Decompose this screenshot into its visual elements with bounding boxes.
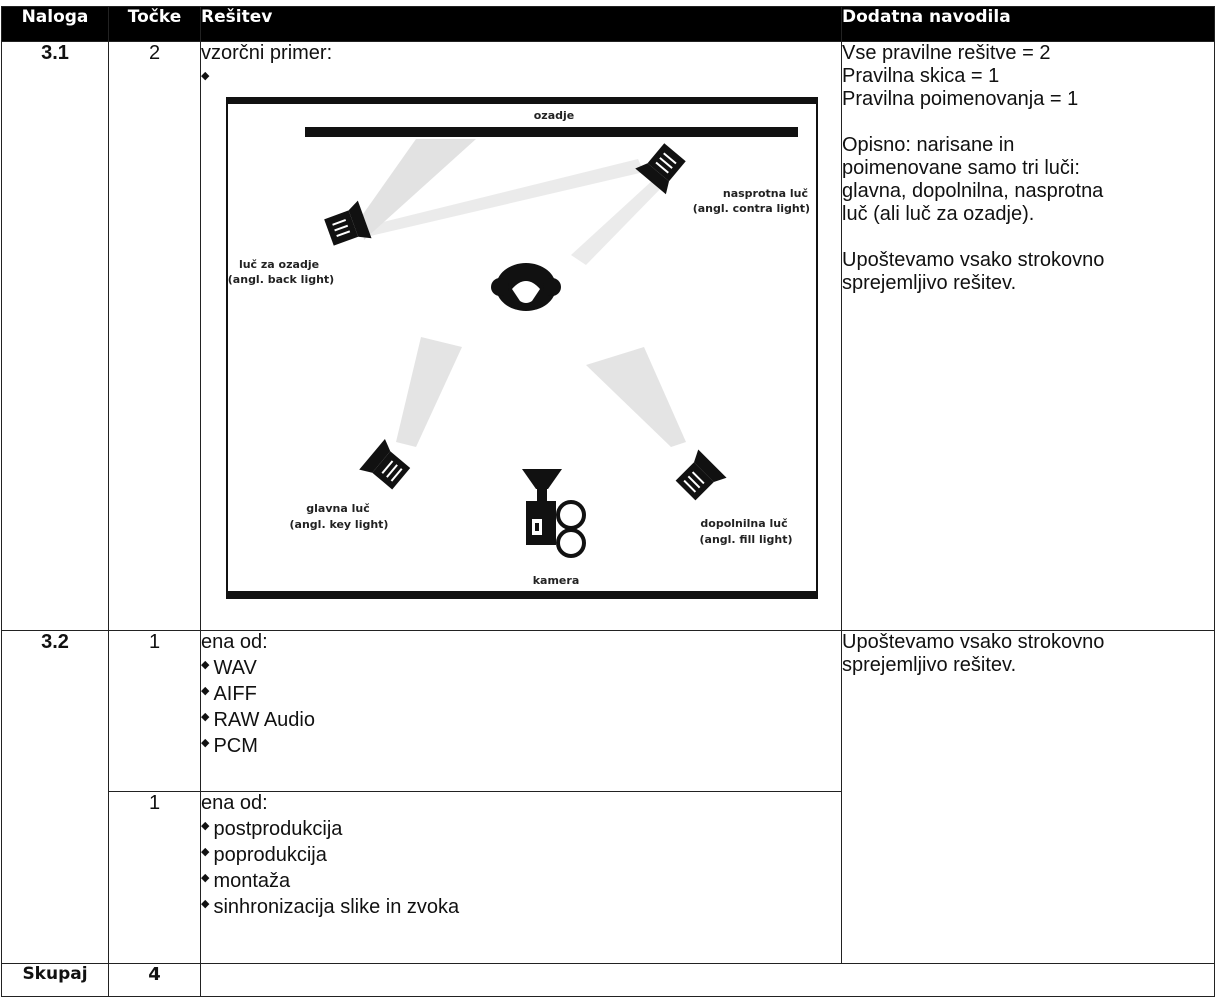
back-light-icon <box>324 200 372 246</box>
header-row: Naloga Točke Rešitev Dodatna navodila <box>1 6 1215 42</box>
label-back-light: luč za ozadje <box>239 258 319 271</box>
note-line: Pravilna poimenovanja = 1 <box>842 88 1079 110</box>
list-item: ◆RAW Audio <box>201 709 315 731</box>
label-fill-light-en: (angl. fill light) <box>700 533 793 546</box>
solution-intro: vzorčni primer: <box>201 42 333 64</box>
list-item: ◆postprodukcija <box>201 818 343 840</box>
label-key-light-en: (angl. key light) <box>290 518 389 531</box>
table-row-3-2b: 1 ena od: ◆postprodukcija ◆poprodukcija … <box>2 791 1215 964</box>
header-solution: Rešitev <box>200 6 842 42</box>
solution-cell: vzorčni primer: ◆ <box>200 41 842 631</box>
header-points: Točke <box>108 6 201 42</box>
note-line: sprejemljivo rešitev. <box>842 272 1017 294</box>
solution-cell: ena od: ◆WAV ◆AIFF ◆RAW Audio ◆PCM <box>200 630 842 792</box>
camera-icon <box>522 469 586 558</box>
note-line: Opisno: narisane in <box>842 134 1015 156</box>
label-contra-light-en: (angl. contra light) <box>693 202 810 215</box>
diagram-top-bar <box>227 98 817 104</box>
note-line: poimenovane samo tri luči: <box>842 157 1080 179</box>
task-points: 1 <box>108 791 201 964</box>
note-line: luč (ali luč za ozadje). <box>842 203 1035 225</box>
diagram-bottom-bar <box>227 591 817 598</box>
fill-light-icon <box>675 449 727 501</box>
list-item: ◆AIFF <box>201 683 257 705</box>
label-background: ozadje <box>534 109 575 122</box>
contra-light-icon <box>635 143 686 195</box>
header-task: Naloga <box>1 6 109 42</box>
background-bar <box>305 127 798 137</box>
key-light-beam <box>396 337 462 447</box>
list-item: ◆WAV <box>201 657 257 679</box>
solution-intro: ena od: <box>201 631 268 653</box>
label-contra-light: nasprotna luč <box>723 187 808 200</box>
notes-cell: Upoštevamo vsako strokovno sprejemljivo … <box>841 630 1215 964</box>
list-item: ◆sinhronizacija slike in zvoka <box>201 896 460 918</box>
key-light-icon <box>359 438 411 490</box>
label-camera: kamera <box>533 574 580 587</box>
notes-cell: Vse pravilne rešitve = 2 Pravilna skica … <box>841 41 1215 631</box>
label-fill-light: dopolnilna luč <box>700 517 787 530</box>
task-number: 3.1 <box>1 41 109 631</box>
list-item: ◆montaža <box>201 870 291 892</box>
diagram-frame <box>226 97 818 599</box>
table-row-3-2a: 3.2 1 ena od: ◆WAV ◆AIFF ◆RAW Audio ◆PCM… <box>1 630 1215 964</box>
table-row-3-1: 3.1 2 vzorčni primer: ◆ <box>1 41 1215 631</box>
contra-beam-2 <box>571 179 668 265</box>
back-light-beam <box>361 139 476 240</box>
total-points: 4 <box>108 963 201 997</box>
fill-light-beam <box>586 347 686 447</box>
list-item: ◆PCM <box>201 735 258 757</box>
lighting-diagram: ozadje nasprotna luč (angl. contra light… <box>226 97 818 599</box>
solution-cell: ena od: ◆postprodukcija ◆poprodukcija ◆m… <box>200 791 842 964</box>
bullet: ◆ <box>201 70 210 82</box>
note-line: Vse pravilne rešitve = 2 <box>842 42 1051 64</box>
note-line: Pravilna skica = 1 <box>842 65 1000 87</box>
total-row: Skupaj 4 <box>1 963 1215 997</box>
contra-beam-1 <box>363 159 644 237</box>
solution-intro: ena od: <box>201 792 268 814</box>
note-line: sprejemljivo rešitev. <box>842 654 1017 676</box>
subject-icon <box>491 263 561 311</box>
task-points: 2 <box>108 41 201 631</box>
note-line: Upoštevamo vsako strokovno <box>842 631 1105 653</box>
total-label: Skupaj <box>1 963 109 997</box>
total-empty-cell <box>200 963 1215 997</box>
task-number: 3.2 <box>1 630 109 964</box>
label-key-light: glavna luč <box>306 502 369 515</box>
scoring-table: Naloga Točke Rešitev Dodatna navodila 3.… <box>1 6 1215 997</box>
note-line: Upoštevamo vsako strokovno <box>842 249 1105 271</box>
list-item: ◆poprodukcija <box>201 844 327 866</box>
label-back-light-en: (angl. back light) <box>228 273 334 286</box>
note-line: glavna, dopolnilna, nasprotna <box>842 180 1104 202</box>
header-notes: Dodatna navodila <box>841 6 1215 42</box>
task-points: 1 <box>108 630 201 792</box>
